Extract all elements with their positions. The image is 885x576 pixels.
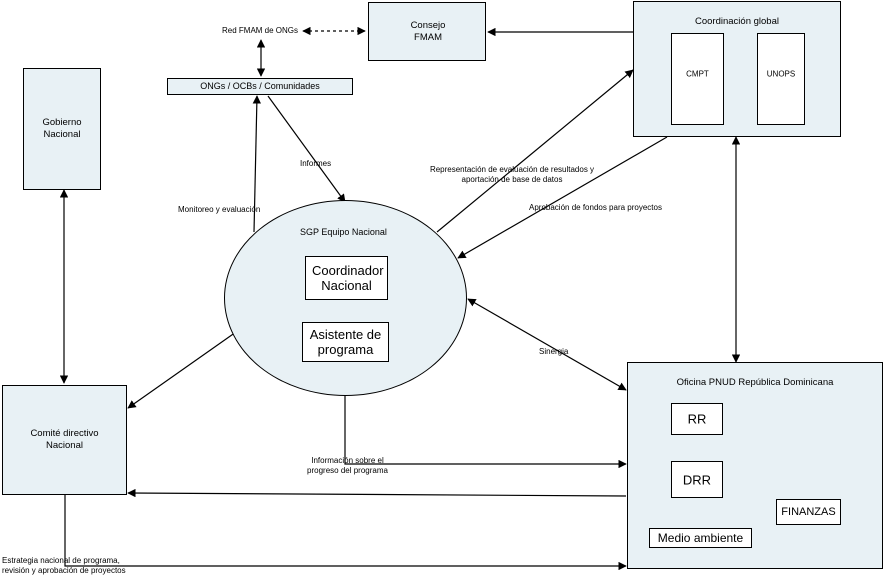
- informes-label: Informes: [300, 159, 332, 168]
- edge-informacion: [344, 395, 627, 469]
- edge-sinergia: [467, 298, 627, 391]
- sgp-equipo-nacional-label: SGP Equipo Nacional: [300, 227, 387, 237]
- cmpt-box: CMPT: [671, 33, 724, 125]
- coordinacion-global-label: Coordinación global: [695, 16, 779, 27]
- cmpt-label: CMPT: [686, 69, 709, 79]
- drr-label: DRR: [682, 472, 712, 487]
- edge-representacion: [436, 69, 634, 233]
- asistente-programa-label: Asistente de programa: [309, 327, 382, 357]
- asistente-programa-box: Asistente de programa: [302, 322, 389, 362]
- estrategia-label: Estrategia nacional de programa, revisió…: [2, 556, 126, 575]
- drr-box: DRR: [671, 461, 723, 498]
- edge-estrategia: [64, 495, 627, 571]
- representacion-label: Representación de evaluación de resultad…: [429, 165, 595, 184]
- monitoreo-label: Monitoreo y evaluación: [178, 205, 261, 214]
- finanzas-box: FINANZAS: [776, 499, 841, 525]
- coordinacion-global-box: Coordinación global CMPT UNOPS: [633, 1, 841, 137]
- edge-monitoreo: [252, 95, 262, 233]
- consejo-fmam-label: Consejo FMAM: [410, 19, 446, 43]
- coordinador-nacional-box: Coordinador Nacional: [305, 256, 388, 300]
- edge-oficina-comite: [127, 488, 627, 498]
- comite-directivo-label: Comité directivo Nacional: [30, 428, 99, 451]
- coordinador-nacional-label: Coordinador Nacional: [312, 263, 384, 293]
- medio-ambiente-box: Medio ambiente: [649, 528, 752, 548]
- medio-ambiente-label: Medio ambiente: [657, 531, 744, 545]
- aprobacion-label: Aprobación de fondos para proyectos: [529, 203, 662, 212]
- consejo-fmam-box: Consejo FMAM: [368, 2, 486, 61]
- finanzas-label: FINANZAS: [781, 506, 836, 518]
- edge-aprobacion: [457, 136, 668, 259]
- edge-comite-sgp: [127, 324, 247, 409]
- unops-label: UNOPS: [766, 69, 796, 79]
- gobierno-nacional-label: Gobierno Nacional: [42, 117, 82, 140]
- comite-directivo-box: Comité directivo Nacional: [2, 385, 127, 495]
- oficina-pnud-box: Oficina PNUD República Dominicana RR DRR…: [627, 362, 883, 569]
- rr-box: RR: [671, 403, 723, 435]
- ongs-label: ONGs / OCBs / Comunidades: [200, 81, 320, 91]
- oficina-pnud-label: Oficina PNUD República Dominicana: [676, 377, 834, 388]
- red-fmam-label: Red FMAM de ONGs: [222, 26, 299, 35]
- gobierno-nacional-box: Gobierno Nacional: [23, 68, 101, 190]
- rr-label: RR: [687, 411, 707, 427]
- edge-informes: [267, 95, 346, 203]
- unops-box: UNOPS: [757, 33, 805, 125]
- sinergia-label: Sinergia: [539, 347, 569, 356]
- informacion-label: Información sobre el progreso del progra…: [307, 456, 388, 475]
- ongs-box: ONGs / OCBs / Comunidades: [167, 78, 353, 95]
